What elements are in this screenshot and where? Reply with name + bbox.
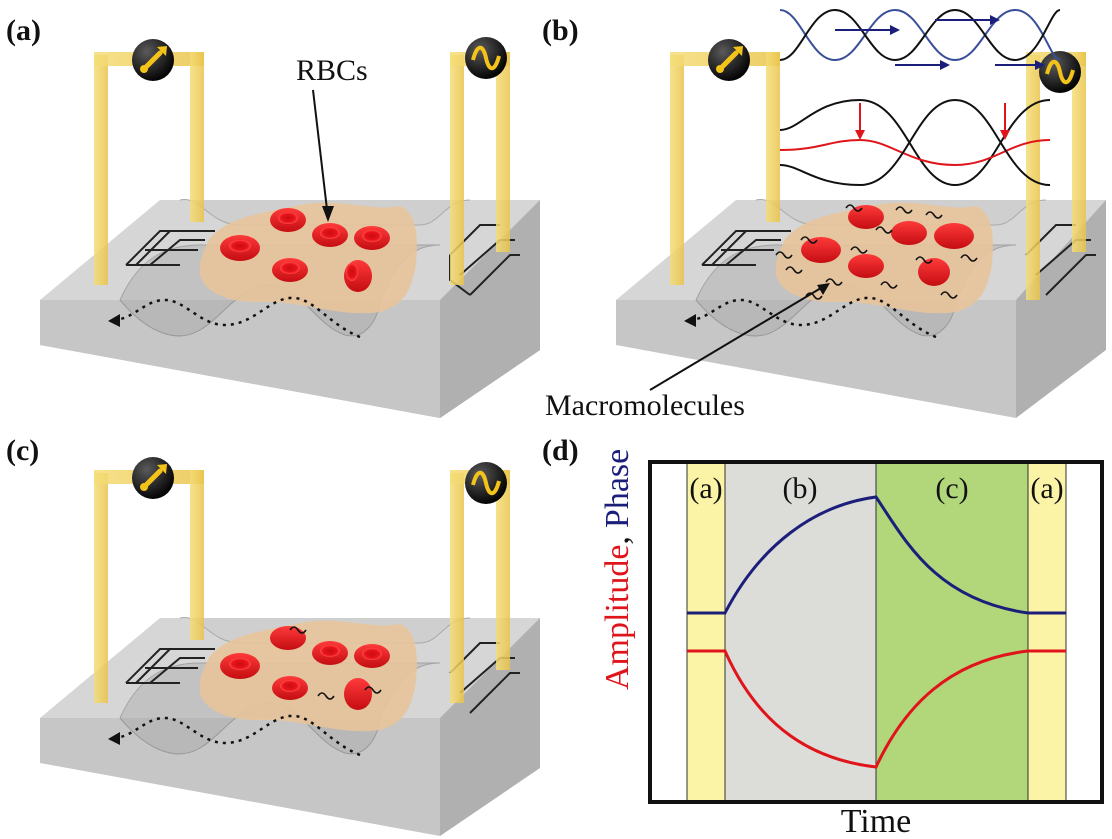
- amplitude-curve: [687, 649, 1066, 769]
- y-label-separator: ,: [599, 536, 636, 545]
- phase-curve: [687, 495, 1066, 615]
- panel-c-label: (c): [6, 434, 39, 467]
- rbc-pointer-arrow: [312, 89, 329, 219]
- region-label-a1: (a): [689, 472, 722, 505]
- idt-left: [125, 230, 215, 266]
- macromolecule-cluster: [289, 626, 382, 700]
- rbc-group: [220, 208, 390, 292]
- x-axis-label: Time: [841, 803, 912, 839]
- electrode-wire-right: [450, 52, 510, 285]
- wave-diagram: [779, 8, 1061, 187]
- panel-d-label: (d): [542, 434, 579, 467]
- rbc-annotation: RBCs: [296, 54, 368, 87]
- switch-icon: [708, 39, 750, 81]
- panel-d: (d) (a) (b) (c) (a) Amplitude, Phase Time: [542, 434, 1104, 839]
- switch-icon: [132, 39, 174, 81]
- region-a-end: [1028, 462, 1066, 802]
- panel-a-label: (a): [6, 14, 41, 47]
- region-label-c: (c): [935, 472, 968, 505]
- region-c: [876, 462, 1028, 802]
- switch-icon: [132, 457, 174, 499]
- y-axis-label: Amplitude, Phase: [599, 449, 636, 690]
- rbc-group: [220, 626, 390, 710]
- region-a-start: [687, 462, 725, 802]
- region-label-a2: (a): [1030, 472, 1063, 505]
- region-b: [725, 462, 876, 802]
- panel-b-label: (b): [542, 14, 579, 47]
- ac-source-icon: [1039, 51, 1081, 93]
- panel-a: (a): [6, 14, 540, 418]
- ac-source-icon: [465, 37, 507, 79]
- rbc-group: [801, 205, 974, 286]
- y-label-phase: Phase: [599, 449, 636, 528]
- panel-b: (b): [542, 8, 1106, 422]
- ac-source-icon: [465, 462, 507, 504]
- y-label-amplitude: Amplitude: [599, 545, 636, 690]
- macromolecules-annotation: Macromolecules: [545, 389, 745, 422]
- electrode-wire-left: [94, 52, 204, 285]
- macromolecule-cluster: [775, 204, 978, 300]
- region-label-b: (b): [783, 472, 818, 505]
- panel-c: (c): [6, 434, 540, 836]
- macromolecules-pointer-arrow: [649, 284, 827, 391]
- plot-frame: [648, 460, 1104, 804]
